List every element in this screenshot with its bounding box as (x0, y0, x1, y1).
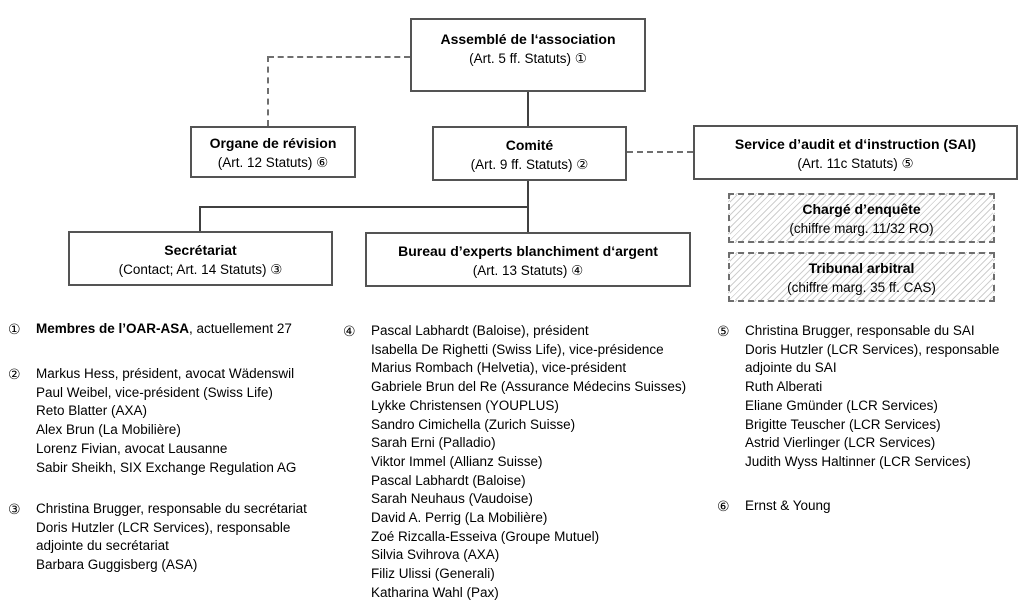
list-line: Katharina Wahl (Pax) (371, 584, 499, 600)
legend-sai-members-marker: ⑤ (717, 323, 730, 339)
list-line: Sandro Cimichella (Zurich Suisse) (371, 416, 576, 432)
box-committee-title: Comité (505, 137, 554, 153)
box-secretariat-title: Secrétariat (164, 242, 237, 258)
box-secretariat: Secrétariat (Contact; Art. 14 Statuts) ③ (68, 231, 333, 286)
legend-bureau-members-marker: ④ (343, 323, 356, 339)
box-committee-subtitle: (Art. 9 ff. Statuts) ② (470, 157, 589, 172)
list-line: Sabir Sheikh, SIX Exchange Regulation AG (36, 459, 297, 475)
list-line: Pascal Labhardt (Baloise) (371, 472, 526, 488)
list-line: Silvia Svihrova (AXA) (371, 547, 500, 563)
list-line: David A. Perrig (La Mobilière) (371, 510, 548, 526)
box-assembly: Assemblé de l‘association (Art. 5 ff. St… (410, 18, 646, 92)
list-line: Reto Blatter (AXA) (36, 403, 148, 419)
legend-revision-org: ⑥ Ernst & Young (717, 497, 1022, 516)
list-line: Marius Rombach (Helvetia), vice-présiden… (371, 360, 627, 376)
legend-revision-org-marker: ⑥ (717, 498, 730, 514)
legend-committee-members: ② Markus Hess, président, avocat Wädensw… (8, 365, 333, 477)
connector-secretariat-drop (199, 206, 201, 231)
list-line: Christina Brugger, responsable du secrét… (36, 501, 307, 516)
box-revision: Organe de révision (Art. 12 Statuts) ⑥ (190, 126, 356, 178)
list-line: Barbara Guggisberg (ASA) (36, 557, 198, 573)
box-investigator-title: Chargé d’enquête (802, 201, 921, 217)
connector-children-horizontal (199, 206, 529, 208)
legend-sai-members: ⑤ Christina Brugger, responsable du SAI D… (717, 322, 1022, 472)
connector-assembly-committee (527, 92, 529, 126)
box-investigator-subtitle: (chiffre marg. 11/32 RO) (789, 221, 934, 236)
list-line: Judith Wyss Haltinner (LCR Services) (745, 453, 971, 469)
list-line: Christina Brugger, responsable du SAI (745, 323, 975, 338)
box-arbitral-subtitle: (chiffre marg. 35 ff. CAS) (787, 280, 936, 295)
list-line: Gabriele Brun del Re (Assurance Médecins… (371, 379, 687, 395)
list-line: Ernst & Young (745, 498, 831, 513)
legend-members-marker: ① (8, 321, 21, 337)
list-line: Sarah Erni (Palladio) (371, 435, 496, 451)
list-line: Eliane Gmünder (LCR Services) (745, 397, 938, 413)
list-line: Doris Hutzler (LCR Services), responsabl… (745, 341, 1000, 357)
list-line: Membres de l’OAR-ASA, actuellement 27 (36, 320, 292, 339)
legend-sai-members-lines: Christina Brugger, responsable du SAI Dor… (745, 322, 999, 472)
box-arbitral: Tribunal arbitral (chiffre marg. 35 ff. … (728, 252, 995, 302)
connector-committee-audit-service (627, 151, 693, 153)
connector-committee-down (527, 181, 529, 207)
legend-members-lines: Membres de l’OAR-ASA, actuellement 27 (36, 320, 292, 339)
box-assembly-subtitle: (Art. 5 ff. Statuts) ① (469, 51, 587, 66)
box-committee: Comité (Art. 9 ff. Statuts) ② (432, 126, 627, 181)
list-line: Markus Hess, président, avocat Wädenswil (36, 366, 295, 381)
connector-bureau-drop (527, 206, 529, 232)
legend-revision-org-lines: Ernst & Young (745, 497, 831, 516)
list-line: Viktor Immel (Allianz Suisse) (371, 453, 543, 469)
list-line: adjointe du SAI (745, 360, 837, 376)
box-revision-title: Organe de révision (209, 135, 337, 151)
legend-secretariat-members-lines: Christina Brugger, responsable du secrét… (36, 500, 307, 575)
box-arbitral-title: Tribunal arbitral (808, 260, 915, 276)
box-experts-bureau-title: Bureau d’experts blanchiment d‘argent (398, 243, 658, 259)
legend-members-rest: , actuellement 27 (189, 321, 292, 336)
list-line: Doris Hutzler (LCR Services), responsabl… (36, 519, 291, 535)
connector-assembly-revision-horizontal (268, 56, 410, 58)
box-audit-service-subtitle: (Art. 11c Statuts) ⑤ (797, 156, 914, 171)
legend-members: ① Membres de l’OAR-ASA, actuellement 27 (8, 320, 333, 339)
list-line: Pascal Labhardt (Baloise), président (371, 323, 589, 338)
box-assembly-title: Assemblé de l‘association (440, 31, 616, 47)
list-line: Brigitte Teuscher (LCR Services) (745, 416, 941, 432)
legend-secretariat-members-marker: ③ (8, 501, 21, 517)
legend-committee-members-lines: Markus Hess, président, avocat Wädenswil… (36, 365, 296, 477)
box-experts-bureau-subtitle: (Art. 13 Statuts) ④ (472, 263, 584, 278)
list-line: Alex Brun (La Mobilière) (36, 422, 181, 438)
legend-secretariat-members: ③ Christina Brugger, responsable du secr… (8, 500, 333, 575)
list-line: Sarah Neuhaus (Vaudoise) (371, 491, 533, 507)
list-line: Astrid Vierlinger (LCR Services) (745, 435, 936, 451)
box-secretariat-subtitle: (Contact; Art. 14 Statuts) ③ (118, 262, 283, 277)
legend-members-bold: Membres de l’OAR-ASA (36, 321, 190, 336)
box-investigator: Chargé d’enquête (chiffre marg. 11/32 RO… (728, 193, 995, 243)
list-line: Zoé Rizcalla-Esseiva (Groupe Mutuel) (371, 528, 600, 544)
list-line: Lorenz Fivian, avocat Lausanne (36, 440, 228, 456)
list-line: Isabella De Righetti (Swiss Life), vice-… (371, 341, 664, 357)
list-line: Lykke Christensen (YOUPLUS) (371, 397, 559, 413)
box-revision-subtitle: (Art. 12 Statuts) ⑥ (217, 155, 329, 170)
box-audit-service-title: Service d’audit et d‘instruction (SAI) (734, 136, 977, 152)
connector-assembly-revision-vertical (267, 56, 269, 126)
list-line: adjointe du secrétariat (36, 538, 169, 554)
list-line: Paul Weibel, vice-président (Swiss Life) (36, 384, 273, 400)
list-line: Filiz Ulissi (Generali) (371, 566, 495, 582)
list-line: Ruth Alberati (745, 379, 823, 395)
legend-committee-members-marker: ② (8, 366, 21, 382)
box-audit-service: Service d’audit et d‘instruction (SAI) (… (693, 125, 1018, 180)
box-experts-bureau: Bureau d’experts blanchiment d‘argent (A… (365, 232, 691, 287)
